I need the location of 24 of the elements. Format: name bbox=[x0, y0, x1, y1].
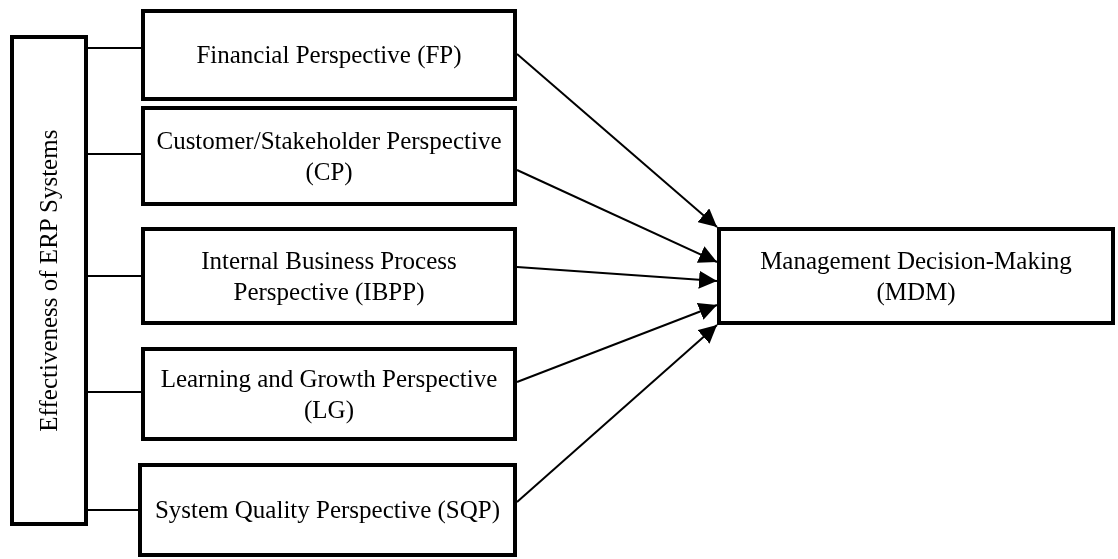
node-label: System Quality Perspective (SQP) bbox=[154, 495, 501, 526]
text-box bbox=[141, 347, 517, 441]
text-box bbox=[141, 227, 517, 325]
node-label: Internal Business Process Perspective (IBPP) bbox=[200, 245, 458, 308]
text-box bbox=[10, 35, 88, 526]
connector-line bbox=[87, 509, 139, 511]
arrow bbox=[516, 324, 718, 503]
node-label: Management Decision-Making (MDM) bbox=[759, 245, 1073, 308]
connector-line bbox=[87, 275, 142, 277]
node-label: Learning and Growth Perspective (LG) bbox=[159, 363, 499, 426]
connector-line bbox=[87, 391, 142, 393]
arrow bbox=[516, 266, 718, 289]
text-box bbox=[141, 9, 517, 101]
arrow bbox=[516, 169, 718, 263]
node-label: Customer/Stakeholder Perspective (CP) bbox=[155, 125, 503, 188]
node-label: Financial Perspective (FP) bbox=[196, 40, 462, 71]
arrow bbox=[516, 53, 718, 228]
text-box bbox=[141, 106, 517, 206]
arrow bbox=[516, 303, 718, 383]
connector-line bbox=[87, 47, 142, 49]
text-box bbox=[138, 463, 517, 557]
connector-line bbox=[87, 153, 142, 155]
text-box bbox=[717, 227, 1115, 325]
node-label: Effectiveness of ERP Systems bbox=[34, 129, 64, 432]
